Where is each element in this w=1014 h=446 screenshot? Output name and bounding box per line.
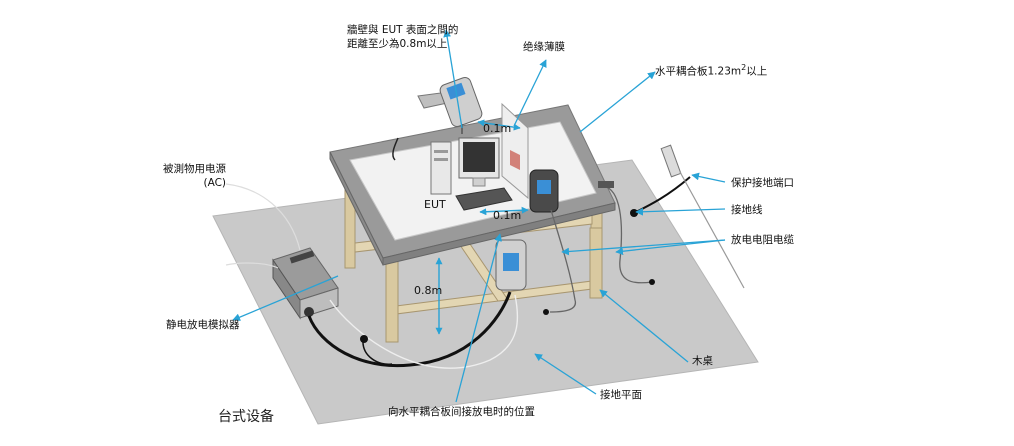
cables <box>225 137 691 369</box>
label-hcp-area-sup: 2 <box>741 63 747 72</box>
label-hcp-discharge-position: 向水平耦合板间接放电时的位置 <box>388 406 535 418</box>
ground-terminal-strip <box>598 144 745 289</box>
label-discharge-cable: 放电电阻电缆 <box>731 234 794 246</box>
label-hcp-area-suffix: 以上 <box>746 65 768 78</box>
dimension-lines <box>435 119 529 335</box>
esd-gun-side <box>529 169 559 213</box>
label-eut-power-2: (AC) <box>203 177 226 189</box>
label-dist-08: 0.8m <box>414 284 443 297</box>
label-wall-distance-1: 牆壁與 EUT 表面之間的 <box>347 24 459 36</box>
label-wooden-table: 木桌 <box>692 355 713 367</box>
esd-gun-bottom <box>495 239 527 291</box>
esd-gun-top <box>417 77 483 134</box>
label-esd-simulator: 静电放电模拟器 <box>166 319 240 331</box>
label-eut: EUT <box>424 198 446 211</box>
label-ground-wire: 接地线 <box>731 204 763 216</box>
eut-computer <box>430 137 513 211</box>
label-wall-distance-2: 距離至少為0.8m以上 <box>347 38 448 50</box>
label-ground-terminal: 保护接地端口 <box>731 177 794 189</box>
label-ground-plane: 接地平面 <box>600 389 642 401</box>
callout-lines <box>232 29 726 403</box>
footer-title: 台式设备 <box>218 409 274 425</box>
label-hcp-area: 水平耦合板1.23m2以上 <box>655 61 767 79</box>
label-insulation-film: 绝缘薄膜 <box>523 41 565 53</box>
esd-simulator-box <box>272 247 339 320</box>
label-hcp-area-prefix: 水平耦合板1.23m <box>655 65 742 78</box>
label-eut-power-1: 被測物用电源 <box>163 163 226 175</box>
label-dist-01-mid: 0.1m <box>493 209 522 222</box>
label-dist-01-top: 0.1m <box>483 122 512 135</box>
